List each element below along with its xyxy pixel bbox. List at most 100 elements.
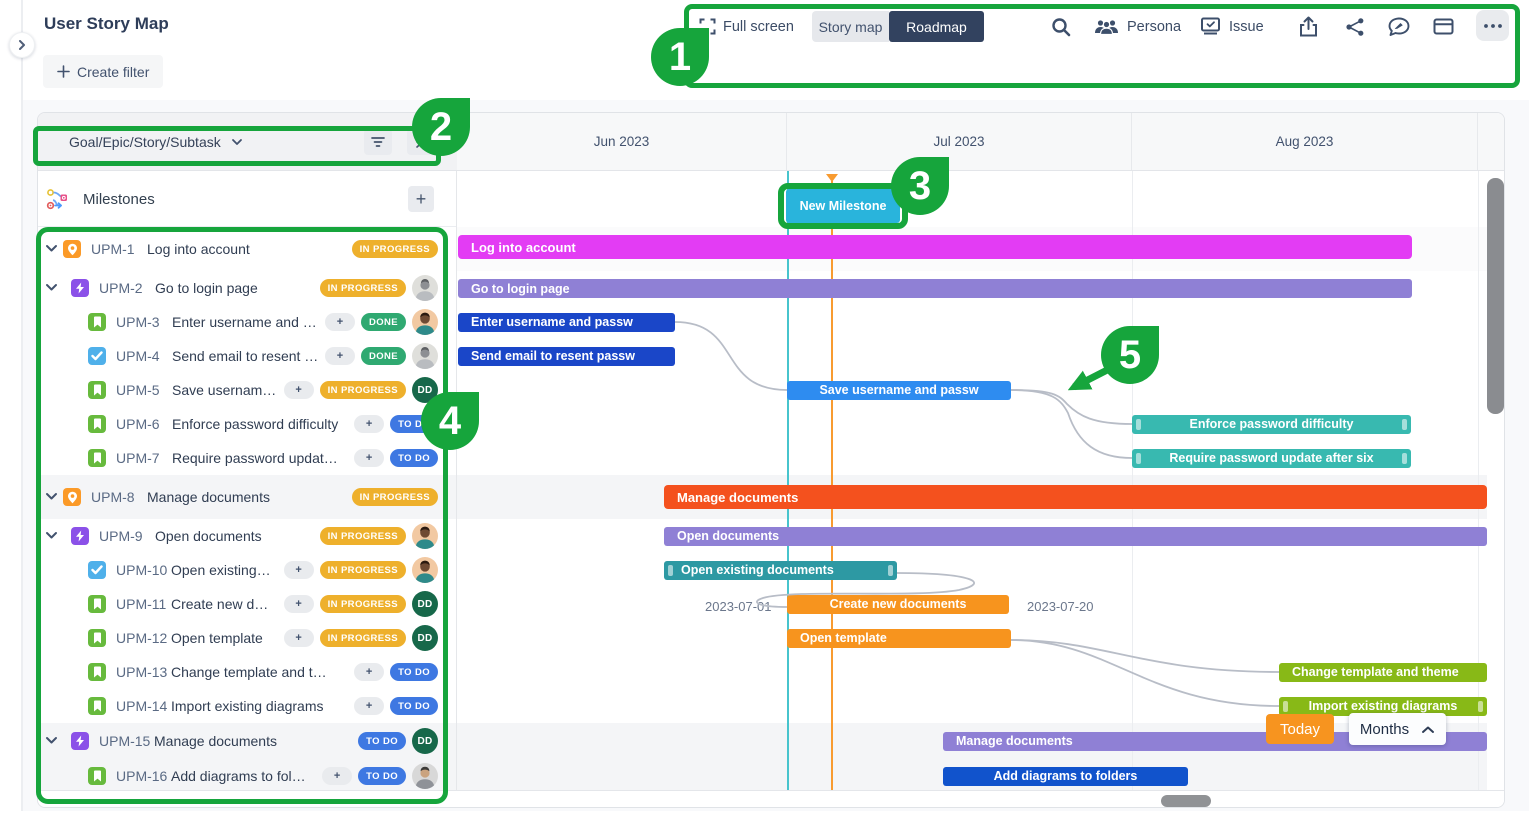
bar-label: Open existing documents [681,563,834,577]
gantt-bar-send-email[interactable]: Send email to resent passw [458,346,675,366]
add-status-button[interactable]: + [354,415,385,433]
vertical-scrollbar-thumb[interactable] [1487,178,1504,414]
add-status-button[interactable]: + [354,449,385,467]
add-status-button[interactable]: + [283,595,314,613]
expand-sidebar-button[interactable] [9,32,35,58]
issue-key: UPM-12 [116,630,168,646]
row-expand-chevron[interactable] [45,492,58,501]
search-button[interactable] [1050,0,1072,53]
add-status-button[interactable]: + [324,313,355,331]
gantt-bar-open-template[interactable]: Open template [787,628,1011,648]
row-expand-chevron[interactable] [45,283,58,292]
today-button[interactable]: Today [1266,714,1334,744]
chevron-right-icon [19,40,25,50]
fullscreen-icon [699,18,716,35]
comment-button[interactable] [1388,0,1410,53]
roadmap-tab[interactable]: Roadmap [889,11,984,42]
milestones-row: Milestones + [38,171,456,227]
zoom-level-button[interactable]: Months [1349,713,1446,745]
bar-resize-handle-right[interactable] [1401,418,1407,430]
annotation-box-2 [33,126,441,166]
gantt-bar-go-to-login-page[interactable]: Go to login page [458,279,1412,298]
filter-button[interactable] [364,129,392,155]
add-status-button[interactable]: + [354,663,385,681]
gantt-bar-enter-username[interactable]: Enter username and passw [458,312,675,332]
bar-resize-handle-left[interactable] [668,564,673,576]
gantt-bar-add-diagrams[interactable]: Add diagrams to folders [943,766,1188,786]
hierarchy-header: Goal/Epic/Story/Subtask [38,113,457,170]
milestone-flag[interactable]: New Milestone [786,189,900,223]
bar-label: Save username and passw [819,383,979,397]
issue-icon [1200,17,1221,36]
bar-resize-handle-left[interactable] [1283,700,1288,712]
bar-resize-handle-left[interactable] [1136,418,1141,430]
story-map-tab[interactable]: Story map [812,11,889,42]
filter-icon [371,137,385,147]
gantt-bar-require-password[interactable]: Require password update after six [1132,448,1411,468]
gantt-bar-create-new[interactable]: Create new documents [787,594,1009,614]
horizontal-scrollbar-thumb[interactable] [1161,795,1211,807]
bar-resize-handle-right[interactable] [888,564,893,576]
row-expand-chevron[interactable] [45,736,58,745]
month-header-aug-2023: Aug 2023 [1132,113,1478,170]
add-status-button[interactable]: + [283,561,314,579]
card-header: Goal/Epic/Story/Subtask [38,113,1504,171]
gantt-bar-open-documents[interactable]: Open documents [664,526,1487,546]
gantt-bar-change-template[interactable]: Change template and theme [1279,662,1487,682]
issue-title: Create new d… [171,596,269,612]
status-badge: DONE [360,347,406,365]
story-type-icon [88,595,106,613]
row-expand-chevron[interactable] [45,531,58,540]
share-button[interactable] [1345,0,1365,53]
row-expand-chevron[interactable] [45,244,58,253]
add-status-button[interactable]: + [283,629,314,647]
goal-type-icon [63,240,81,258]
gantt-bar-open-existing[interactable]: Open existing documents [664,560,897,580]
date-label: 2023-07-20 [1027,599,1094,614]
bar-resize-handle-right[interactable] [1478,700,1483,712]
month-gridline [1132,171,1133,792]
bar-resize-handle-left[interactable] [1136,452,1141,464]
add-status-button[interactable]: + [283,381,314,399]
gantt-bar-import-existing[interactable]: Import existing diagrams [1279,696,1487,716]
issue-title: Send email to resent … [172,348,319,364]
bar-resize-handle-right[interactable] [1401,452,1407,464]
full-screen-button[interactable]: Full screen [699,0,794,53]
status-badge: TO DO [358,767,406,785]
gantt-bar-save-username[interactable]: Save username and passw [787,380,1011,400]
gantt-bar-log-into-account[interactable]: Log into account [458,235,1412,259]
add-status-button[interactable]: + [322,767,353,785]
add-status-button[interactable]: + [354,697,385,715]
add-milestone-button[interactable]: + [408,186,434,212]
hierarchy-dropdown[interactable]: Goal/Epic/Story/Subtask [69,134,243,150]
persona-button[interactable]: Persona [1094,0,1181,53]
issue-button[interactable]: Issue [1200,0,1264,53]
issue-key: UPM-15 [99,733,151,749]
more-button[interactable] [1476,10,1509,41]
add-status-button[interactable]: + [324,347,355,365]
card-view-button[interactable] [1433,0,1454,53]
epic-type-icon [71,279,89,297]
export-button[interactable] [1299,0,1318,53]
create-filter-button[interactable]: Create filter [43,55,164,88]
issue-key: UPM-7 [116,450,160,466]
gantt-bar-enforce-password[interactable]: Enforce password difficulty [1132,414,1411,434]
gantt-bar-manage-documents-goal[interactable]: Manage documents [664,485,1487,509]
